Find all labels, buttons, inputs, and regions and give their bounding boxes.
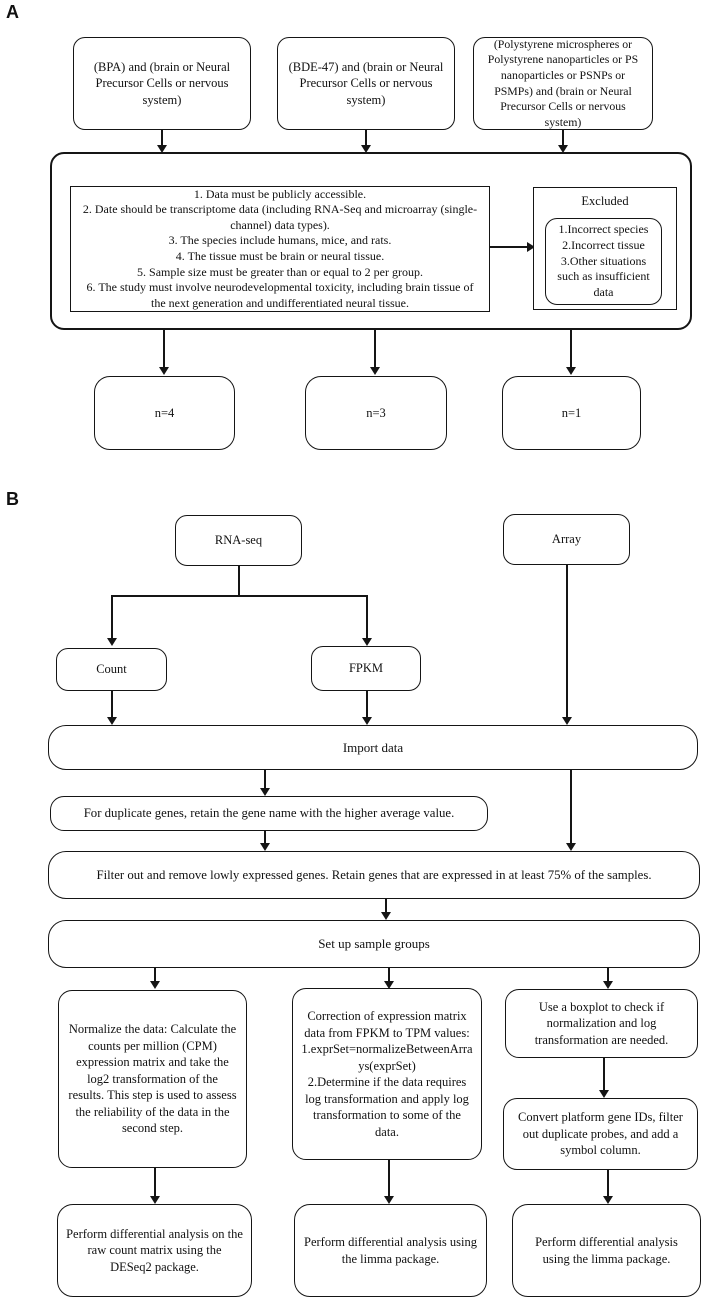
result-box-n3: n=3: [305, 376, 447, 450]
connector-result-n1: [570, 330, 572, 368]
arrowhead-bde47-down: [361, 145, 371, 153]
node-boxplot-check: Use a boxplot to check if normalization …: [505, 989, 698, 1058]
connector-duplicate-filter: [264, 831, 266, 844]
arrowhead-groups-right: [603, 981, 613, 989]
arrowhead-normalize-deseq2: [150, 1196, 160, 1204]
arrowhead-convert-limma: [603, 1196, 613, 1204]
connector-groups-right: [607, 968, 609, 982]
excluded-reasons-box: 1.Incorrect species 2.Incorrect tissue 3…: [545, 218, 662, 305]
arrowhead-tpm-limma: [384, 1196, 394, 1204]
arrowhead-duplicate-filter: [260, 843, 270, 851]
fpkm-to-tpm-step1: 1.exprSet=normalizeBetweenArrays(exprSet…: [301, 1042, 473, 1073]
arrowhead-fpkm: [362, 638, 372, 646]
excluded-title: Excluded: [581, 194, 629, 208]
connector-convert-limma: [607, 1170, 609, 1197]
node-fpkm: FPKM: [311, 646, 421, 691]
arrowhead-groups-mid: [384, 981, 394, 989]
inclusion-criteria-box: 1. Data must be publicly accessible. 2. …: [70, 186, 490, 312]
node-duplicate-genes: For duplicate genes, retain the gene nam…: [50, 796, 488, 831]
criteria-item: 2. Date should be transcriptome data (in…: [82, 202, 478, 232]
arrowhead-count: [107, 638, 117, 646]
excluded-item: 3.Other situations such as insufficient …: [557, 253, 650, 300]
excluded-item: 2.Incorrect tissue: [562, 237, 645, 252]
connector-normalize-deseq2: [154, 1168, 156, 1197]
arrowhead-polystyrene-down: [558, 145, 568, 153]
arrowhead-result-n1: [566, 367, 576, 375]
node-limma-analysis-fpkm: Perform differential analysis using the …: [294, 1204, 487, 1297]
panel-b-label: B: [6, 489, 19, 509]
arrowhead-array-filter: [566, 843, 576, 851]
arrowhead-result-n3: [370, 367, 380, 375]
connector-array-filter: [570, 770, 572, 844]
connector-branch-fpkm: [366, 595, 368, 639]
connector-groups-left: [154, 968, 156, 982]
arrowhead-groups-left: [150, 981, 160, 989]
criteria-item: 6. The study must involve neurodevelopme…: [86, 280, 474, 310]
criteria-item: 5. Sample size must be greater than or e…: [137, 264, 423, 279]
node-normalize-cpm: Normalize the data: Calculate the counts…: [58, 990, 247, 1168]
fpkm-to-tpm-step2: 2.Determine if the data requires log tra…: [305, 1075, 469, 1139]
connector-count-import: [111, 691, 113, 718]
node-count: Count: [56, 648, 167, 691]
arrowhead-array-import: [562, 717, 572, 725]
arrowhead-count-import: [107, 717, 117, 725]
criteria-item: 1. Data must be publicly accessible.: [193, 186, 367, 201]
criteria-item: 3. The species include humans, mice, and…: [168, 233, 392, 248]
query-box-polystyrene: (Polystyrene microspheres or Polystyrene…: [473, 37, 653, 130]
excluded-item: 1.Incorrect species: [558, 221, 649, 236]
connector-fpkm-import: [366, 691, 368, 718]
connector-result-n4: [163, 330, 165, 368]
panel-a-label: A: [6, 2, 19, 22]
connector-filter-groups: [385, 899, 387, 913]
connector-criteria-to-excluded: [490, 246, 530, 248]
arrowhead-boxplot-convert: [599, 1090, 609, 1098]
arrowhead-result-n4: [159, 367, 169, 375]
node-import-data: Import data: [48, 725, 698, 770]
query-box-bpa: (BPA) and (brain or Neural Precursor Cel…: [73, 37, 251, 130]
query-box-bde47: (BDE-47) and (brain or Neural Precursor …: [277, 37, 455, 130]
node-rna-seq: RNA-seq: [175, 515, 302, 566]
connector-bde47-down: [365, 130, 367, 146]
connector-bpa-down: [161, 130, 163, 146]
arrowhead-bpa-down: [157, 145, 167, 153]
result-box-n1: n=1: [502, 376, 641, 450]
connector-rnaseq-branch: [111, 595, 367, 597]
node-limma-analysis-array: Perform differential analysis using the …: [512, 1204, 701, 1297]
connector-rnaseq-stem: [238, 566, 240, 596]
connector-branch-count: [111, 595, 113, 639]
node-convert-gene-ids: Convert platform gene IDs, filter out du…: [503, 1098, 698, 1170]
fpkm-to-tpm-intro: Correction of expression matrix data fro…: [304, 1009, 470, 1040]
connector-tpm-limma: [388, 1160, 390, 1197]
arrowhead-fpkm-import: [362, 717, 372, 725]
connector-result-n3: [374, 330, 376, 368]
result-box-n4: n=4: [94, 376, 235, 450]
connector-boxplot-convert: [603, 1058, 605, 1091]
node-fpkm-to-tpm: Correction of expression matrix data fro…: [292, 988, 482, 1160]
connector-polystyrene-down: [562, 130, 564, 146]
connector-import-duplicate: [264, 770, 266, 790]
node-array: Array: [503, 514, 630, 565]
connector-array-import: [566, 565, 568, 718]
arrowhead-import-duplicate: [260, 788, 270, 796]
node-deseq2-analysis: Perform differential analysis on the raw…: [57, 1204, 252, 1297]
criteria-item: 4. The tissue must be brain or neural ti…: [175, 249, 385, 263]
arrowhead-filter-groups: [381, 912, 391, 920]
node-sample-groups: Set up sample groups: [48, 920, 700, 968]
arrowhead-criteria-to-excluded: [527, 242, 535, 252]
connector-groups-mid: [388, 968, 390, 982]
node-filter-genes: Filter out and remove lowly expressed ge…: [48, 851, 700, 899]
